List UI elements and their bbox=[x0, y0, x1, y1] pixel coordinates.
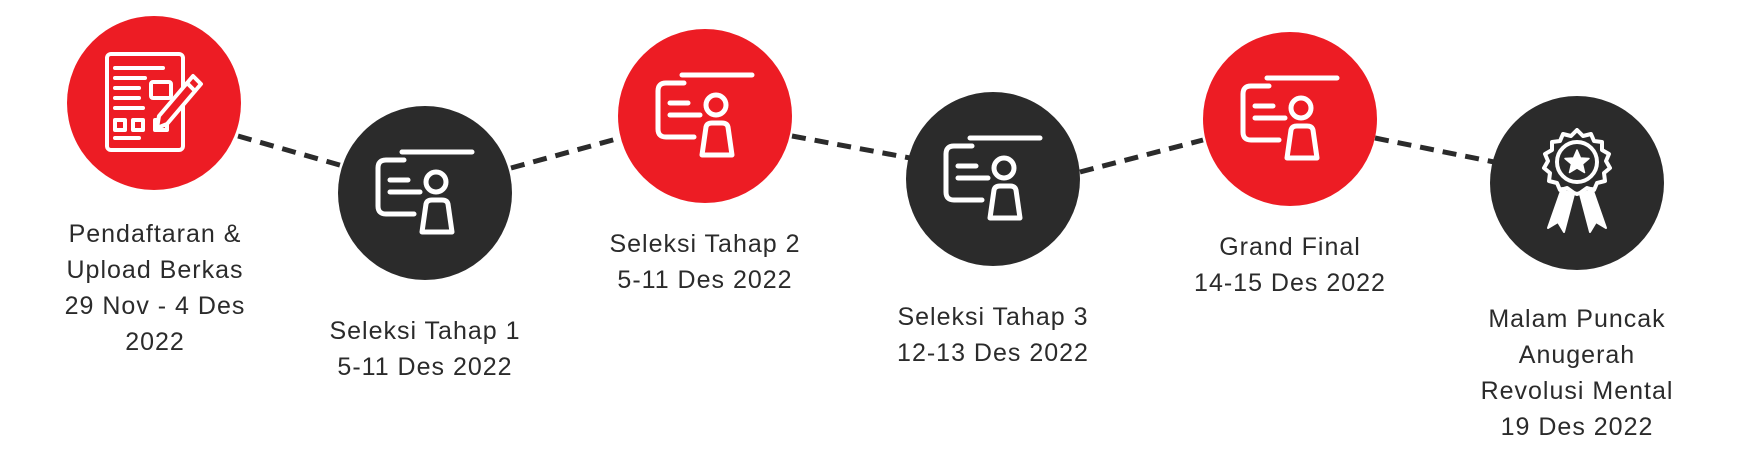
step-5-circle bbox=[1203, 32, 1377, 206]
connector-line bbox=[791, 133, 911, 161]
step-title-line: Seleksi Tahap 3 bbox=[897, 303, 1089, 331]
connector-line bbox=[237, 133, 344, 169]
step-date-line: 5-11 Des 2022 bbox=[617, 266, 793, 294]
step-title-line: Grand Final bbox=[1219, 233, 1361, 261]
step-6-label: Malam Puncak Anugerah Revolusi Mental 19… bbox=[1457, 301, 1697, 445]
step-2-label: Seleksi Tahap 1 5-11 Des 2022 bbox=[305, 313, 545, 385]
step-title-line: Upload Berkas bbox=[66, 256, 244, 284]
step-date-line: 14-15 Des 2022 bbox=[1194, 269, 1386, 297]
step-3-circle bbox=[618, 29, 792, 203]
id-card-icon bbox=[655, 72, 755, 158]
connector-line bbox=[510, 135, 621, 171]
connector-line bbox=[1374, 135, 1495, 165]
step-3-label: Seleksi Tahap 2 5-11 Des 2022 bbox=[585, 226, 825, 298]
step-date-line: 2022 bbox=[125, 328, 185, 356]
step-date-line: 5-11 Des 2022 bbox=[337, 353, 513, 381]
award-ribbon-icon bbox=[1542, 128, 1612, 233]
connector-line bbox=[1079, 137, 1204, 175]
step-title-line: Anugerah bbox=[1518, 341, 1636, 369]
step-title-line: Malam Puncak bbox=[1488, 305, 1666, 333]
step-4-label: Seleksi Tahap 3 12-13 Des 2022 bbox=[873, 299, 1113, 371]
step-date-line: 19 Des 2022 bbox=[1500, 413, 1654, 441]
step-1-label: Pendaftaran & Upload Berkas 29 Nov - 4 D… bbox=[35, 216, 275, 360]
step-4-circle bbox=[906, 92, 1080, 266]
step-6-circle bbox=[1490, 96, 1664, 270]
id-card-icon bbox=[1240, 75, 1340, 161]
step-2-circle bbox=[338, 106, 512, 280]
step-title-line: Seleksi Tahap 1 bbox=[329, 317, 521, 345]
step-5-label: Grand Final 14-15 Des 2022 bbox=[1170, 229, 1410, 301]
step-1-circle bbox=[67, 16, 241, 190]
step-title-line: Pendaftaran & bbox=[68, 220, 242, 248]
step-title-line: Revolusi Mental bbox=[1480, 377, 1674, 405]
step-date-line: 29 Nov - 4 Des bbox=[64, 292, 246, 320]
form-pencil-icon bbox=[105, 52, 203, 152]
step-date-line: 12-13 Des 2022 bbox=[897, 339, 1089, 367]
id-card-icon bbox=[943, 135, 1043, 221]
step-title-line: Seleksi Tahap 2 bbox=[609, 230, 801, 258]
id-card-icon bbox=[375, 149, 475, 235]
